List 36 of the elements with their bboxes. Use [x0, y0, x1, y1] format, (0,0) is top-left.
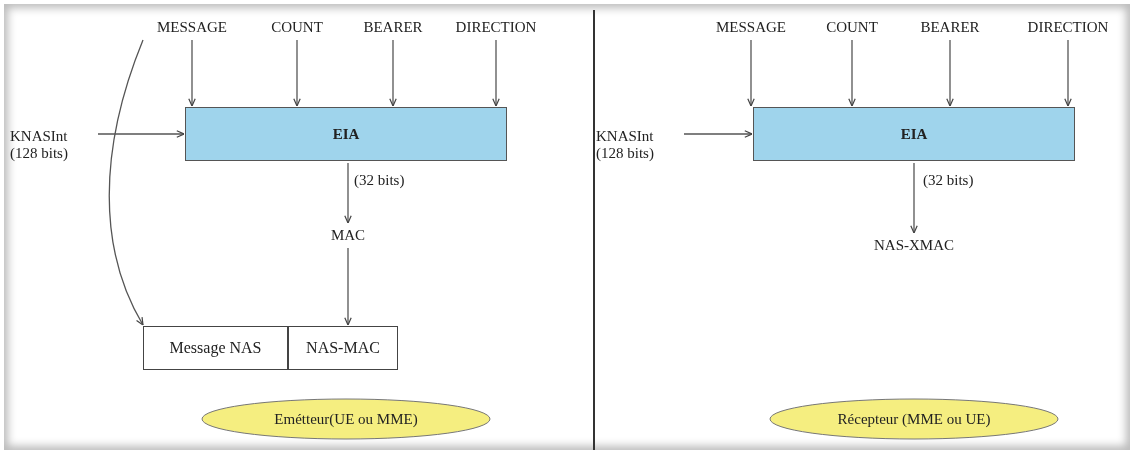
edge-label: (32 bits): [921, 172, 976, 189]
input-label: BEARER: [910, 16, 990, 38]
key-name: KNASInt: [596, 128, 654, 145]
field-box: Message NAS: [143, 326, 288, 370]
arrow: [910, 162, 918, 234]
edge-label: (32 bits): [352, 172, 407, 189]
process-box: EIA: [753, 107, 1075, 161]
arrow: [97, 130, 185, 138]
process-box: EIA: [185, 107, 507, 161]
arrow: [389, 39, 397, 107]
input-label: MESSAGE: [703, 16, 799, 38]
arrow: [108, 39, 144, 326]
key-name: KNASInt: [10, 128, 68, 145]
arrow: [1064, 39, 1072, 107]
arrow: [293, 39, 301, 107]
arrow: [188, 39, 196, 107]
ellipse-label: Récepteur (MME ou UE): [769, 398, 1059, 440]
input-label: DIRECTION: [440, 16, 552, 38]
input-label: DIRECTION: [1012, 16, 1124, 38]
arrow: [344, 247, 352, 326]
input-label: BEARER: [354, 16, 432, 38]
input-label: COUNT: [262, 16, 332, 38]
input-label: COUNT: [816, 16, 888, 38]
arrow: [946, 39, 954, 107]
input-label: MESSAGE: [146, 16, 238, 38]
bit-size-label: (128 bits): [10, 145, 68, 162]
ellipse-label: Emétteur(UE ou MME): [201, 398, 491, 440]
arrow: [848, 39, 856, 107]
field-box: NAS-MAC: [288, 326, 398, 370]
input-label: MAC: [322, 224, 374, 246]
arrow: [747, 39, 755, 107]
bit-size-label: (128 bits): [596, 145, 654, 162]
arrow: [683, 130, 753, 138]
arrow: [492, 39, 500, 107]
input-label: NAS-XMAC: [866, 234, 962, 256]
arrow: [344, 162, 352, 224]
